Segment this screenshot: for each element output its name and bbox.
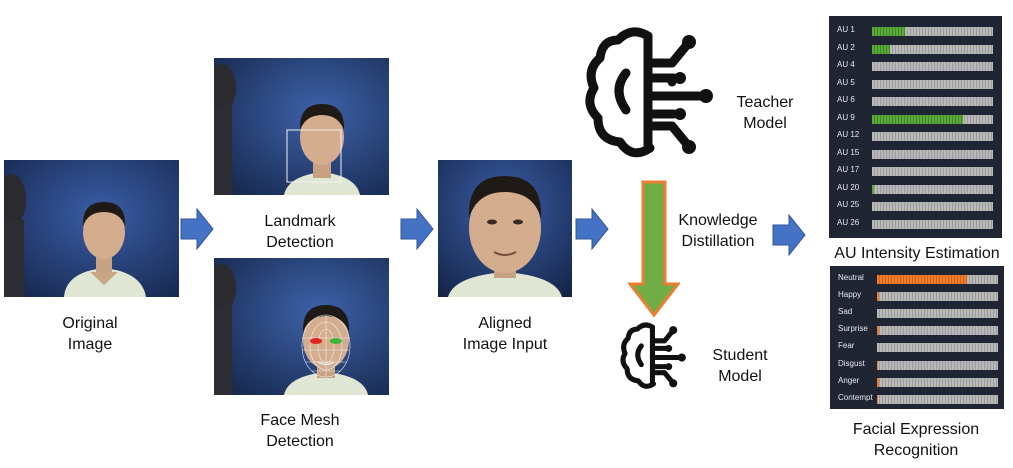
au-row: AU 25 [829,199,1002,213]
au-bar-fill [872,44,891,54]
expr-bar-track [877,275,998,284]
au-bar-track [872,97,993,106]
flow-arrow-2 [400,207,434,251]
aligned-image [438,160,572,297]
au-bar-track [872,167,993,176]
au-row: AU 26 [829,217,1002,231]
expr-name: Contempt [838,392,873,402]
au-row: AU 12 [829,129,1002,143]
au-name: AU 20 [837,182,860,192]
expr-bar-fill [877,394,879,404]
expr-bar-fill [877,360,879,370]
original-image [4,160,179,297]
au-row: AU 5 [829,77,1002,91]
au-row: AU 17 [829,164,1002,178]
au-bar-track [872,202,993,211]
au-bar-track [872,114,993,124]
au-name: AU 17 [837,165,860,174]
expr-name: Disgust [838,358,865,368]
expr-row: Anger [830,375,1004,389]
flow-arrow-4 [772,213,806,257]
expr-name: Happy [838,290,862,300]
expr-name: Anger [838,375,860,385]
au-intensity-title: AU Intensity Estimation [834,245,1000,262]
au-name: AU 9 [837,112,855,122]
au-bar-track [872,62,993,71]
au-row: AU 9 [829,112,1002,126]
au-name: AU 6 [837,95,855,104]
au-row: AU 6 [829,94,1002,108]
au-intensity-panel: AU 1 AU 2 AU 4 AU 5 AU 6 AU 9 AU 12 AU 15 AU 17 A… [829,16,1002,238]
au-name: AU 26 [837,217,860,227]
au-name: AU 5 [837,77,855,87]
au-row: AU 20 [829,182,1002,196]
au-bar-track [872,44,993,54]
au-row: AU 4 [829,59,1002,73]
expr-name: Surprise [838,324,868,334]
expr-bar-fill [877,377,880,387]
expr-row: Contempt [830,392,1004,406]
au-row: AU 15 [829,147,1002,161]
au-bar-track [872,184,993,194]
flow-arrow-1 [180,207,214,251]
au-name: AU 15 [837,147,860,157]
expr-row: Disgust [830,358,1004,372]
au-bar-track [872,149,993,159]
expr-bar-track [877,377,998,387]
expr-row: Surprise [830,323,1004,337]
face-mesh-detection-image [214,258,389,395]
expr-bar-track [877,326,998,336]
au-name: AU 25 [837,200,860,209]
au-name: AU 12 [837,130,860,139]
au-row: AU 2 [829,42,1002,56]
student-brain-icon [620,322,686,389]
au-name: AU 1 [837,25,855,34]
au-bar-fill [872,114,963,124]
au-bar-track [872,27,993,36]
distillation-arrow [628,180,680,318]
expr-bar-fill [877,326,880,336]
au-row: AU 1 [829,24,1002,38]
expr-name: Fear [838,341,855,351]
landmark-detection-image [214,58,389,195]
au-bar-track [872,219,993,229]
au-name: AU 4 [837,60,855,69]
expr-row: Happy [830,289,1004,303]
expr-bar-track [877,394,998,404]
expr-bar-track [877,360,998,370]
expr-name: Sad [838,307,853,317]
expr-bar-track [877,292,998,302]
expr-bar-fill [877,292,880,302]
flow-arrow-3 [575,207,609,251]
teacher-brain-icon [585,27,713,158]
au-name: AU 2 [837,42,855,52]
expr-bar-track [877,309,998,319]
au-bar-fill [872,27,905,36]
expr-bar-fill [877,275,967,284]
expr-bar-track [877,343,998,353]
expr-row: Neutral [830,272,1004,286]
expr-row: Fear [830,340,1004,354]
au-bar-fill [872,184,875,194]
au-bar-track [872,79,993,89]
expr-name: Neutral [838,273,864,282]
expr-row: Sad [830,306,1004,320]
au-bar-track [872,132,993,141]
